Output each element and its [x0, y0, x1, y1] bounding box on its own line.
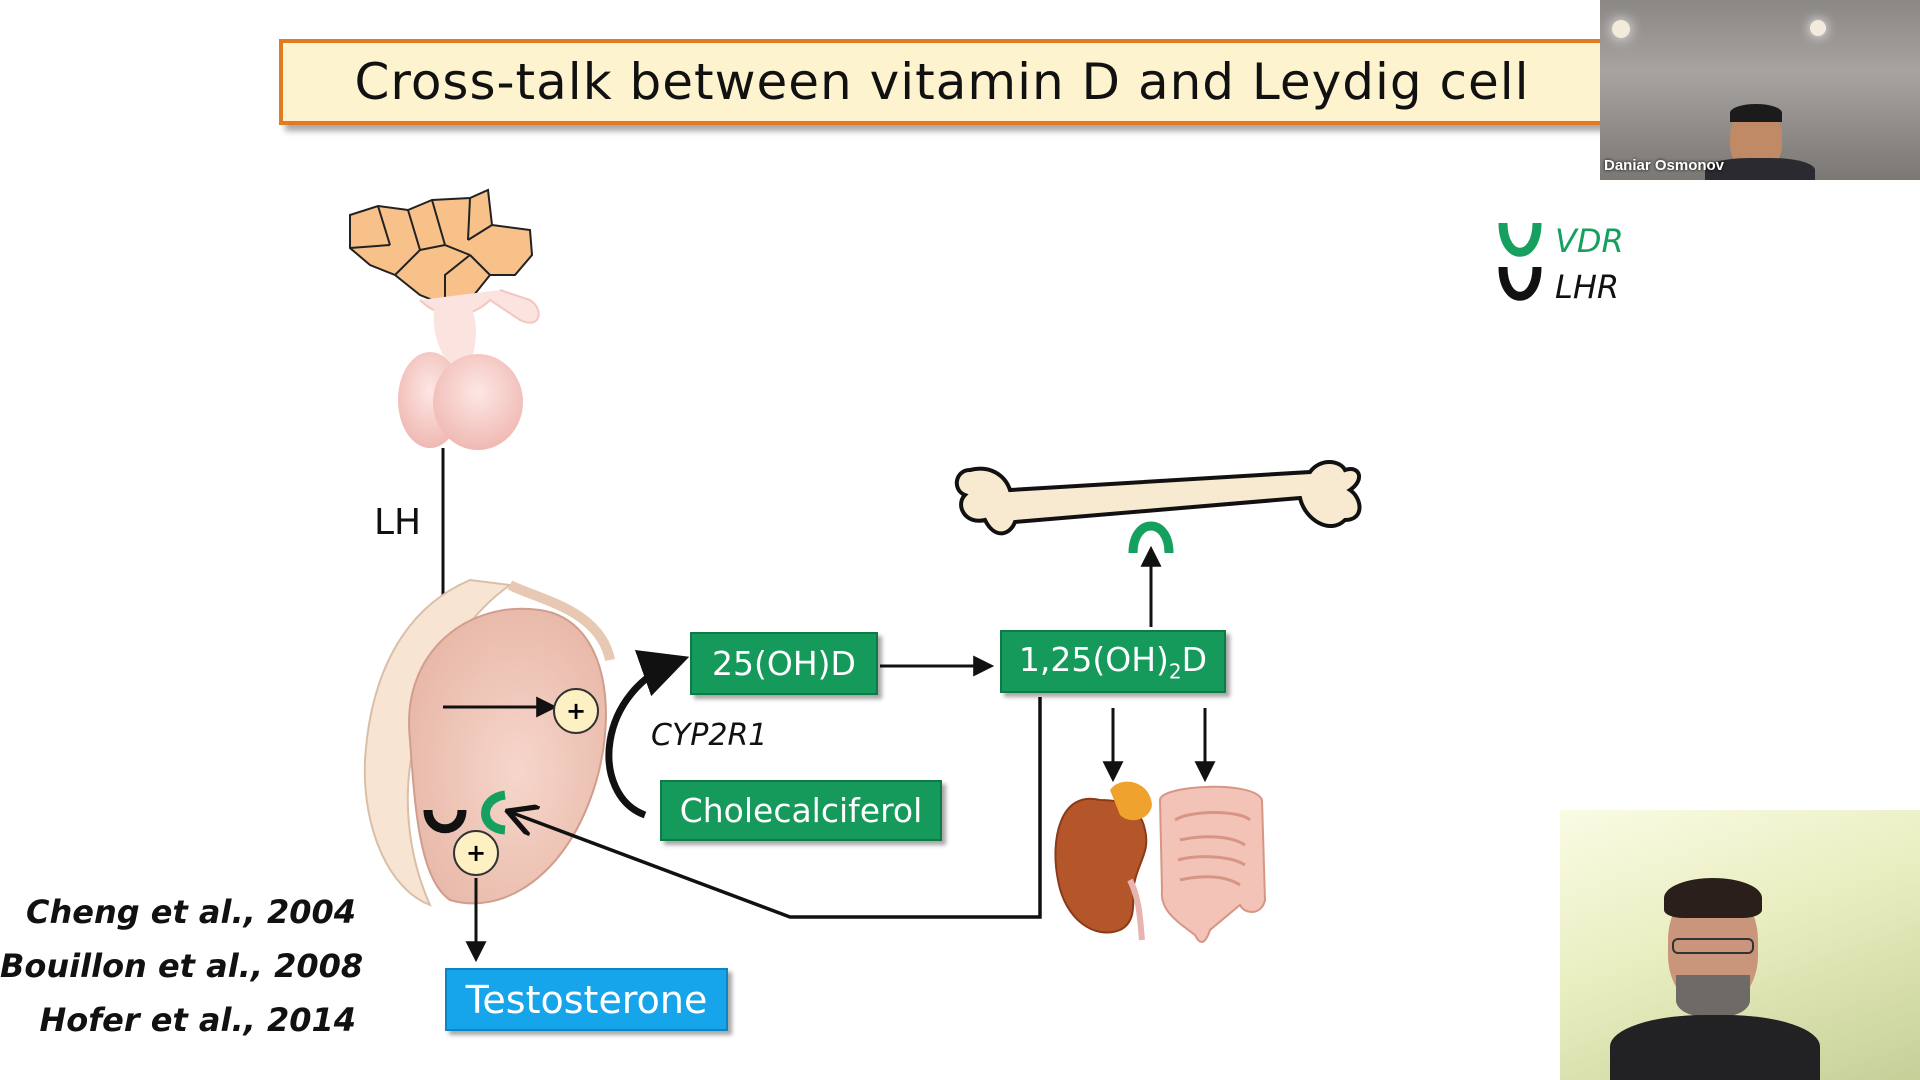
participant-name: Daniar Osmonov — [1604, 157, 1725, 174]
cyp2r1-label: CYP2R1 — [651, 718, 768, 753]
box-125oh2d-subscript: 2 — [1168, 659, 1182, 684]
hypothalamus-illustration — [349, 188, 534, 307]
speaker-glasses — [1672, 938, 1754, 954]
plus-sign: + — [465, 839, 487, 867]
ceiling-light — [1612, 20, 1630, 38]
participant-hair — [1730, 104, 1782, 122]
box-25ohd: 25(OH)D — [690, 632, 878, 695]
slide-title: Cross-talk between vitamin D and Leydig … — [354, 53, 1530, 111]
plus-circle-lower: + — [453, 830, 499, 876]
reference-item: Hofer et al., 2014 — [39, 1001, 356, 1039]
box-testosterone-label: Testosterone — [465, 977, 708, 1022]
box-125oh2d: 1,25(OH)2D — [1000, 630, 1226, 693]
speaker-hair — [1664, 878, 1762, 918]
lhr-legend-icon — [1498, 266, 1542, 301]
references-list: Cheng et al., 2004 Bouillon et al., 2008… — [0, 885, 364, 1047]
slide-title-box: Cross-talk between vitamin D and Leydig … — [279, 39, 1605, 125]
participant-video-tile[interactable]: Daniar Osmonov — [1600, 0, 1920, 180]
intestine-illustration — [1158, 785, 1267, 943]
box-125oh2d-label: 1,25(OH)2D — [1019, 640, 1207, 684]
legend-vdr-label: VDR — [1555, 222, 1624, 260]
reference-item: Bouillon et al., 2008 — [0, 947, 364, 985]
plus-circle-upper: + — [553, 688, 599, 734]
participant-body — [1705, 158, 1815, 180]
vdr-legend-icon — [1498, 222, 1542, 257]
bone-illustration — [954, 460, 1362, 536]
kidney-illustration — [1054, 781, 1152, 941]
box-testosterone: Testosterone — [445, 968, 728, 1031]
box-125oh2d-prefix: 1,25(OH) — [1018, 639, 1169, 679]
speaker-body — [1610, 1015, 1820, 1080]
box-125oh2d-suffix: D — [1181, 639, 1208, 679]
speaker-video-tile[interactable] — [1560, 810, 1920, 1080]
pituitary-illustration — [398, 289, 540, 450]
box-25ohd-label: 25(OH)D — [712, 644, 856, 683]
box-cholecalciferol-label: Cholecalciferol — [679, 791, 923, 830]
legend-lhr-label: LHR — [1555, 268, 1620, 306]
speaker-beard — [1676, 975, 1750, 1017]
ceiling-light — [1810, 20, 1826, 36]
plus-sign: + — [565, 697, 587, 725]
box-cholecalciferol: Cholecalciferol — [660, 780, 942, 841]
reference-item: Cheng et al., 2004 — [25, 893, 356, 931]
lh-label: LH — [374, 502, 422, 543]
